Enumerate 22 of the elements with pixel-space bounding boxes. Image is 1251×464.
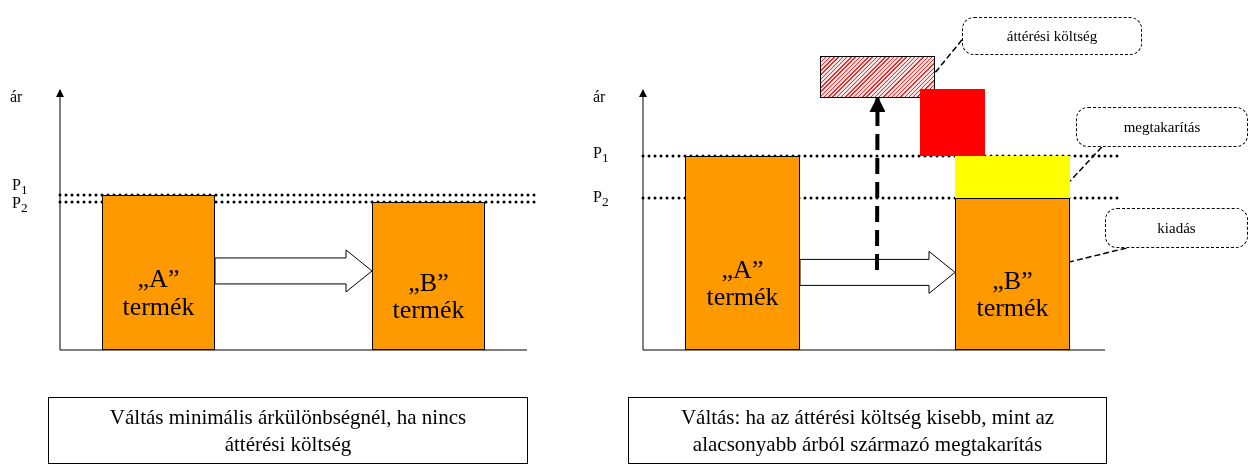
leader-line [1069,247,1128,263]
callout-bubble: áttérési költség [962,17,1142,55]
callout-bubble: megtakarítás [1076,107,1248,147]
product-bar: „B” termék [372,202,485,350]
axis-label: ár [10,88,23,106]
callout-bubble: kiadás [1105,208,1248,248]
leader-line [934,39,963,74]
price-label: P$_{1}$ [593,144,609,167]
hatched-cost-bar [820,56,935,98]
product-bar: „A” termék [102,195,215,350]
product-bar: „A” termék [685,156,800,350]
price-label: P$_{2}$ [593,188,609,211]
product-bar: „B” termék [955,198,1070,350]
cost-bar [920,89,985,156]
leader-line [1069,146,1103,182]
block-arrow [214,249,373,293]
caption-box: Váltás: ha az áttérési költség kisebb, mint az alacsonyabb árból származó megtakarítás [628,397,1107,464]
caption-box: Váltás minimális árkülönbségnél, ha nincs áttérési költség [48,397,528,464]
arrow [869,96,886,270]
savings-bar [955,156,1070,198]
block-arrow [799,250,956,294]
axis-label: ár [593,88,606,106]
